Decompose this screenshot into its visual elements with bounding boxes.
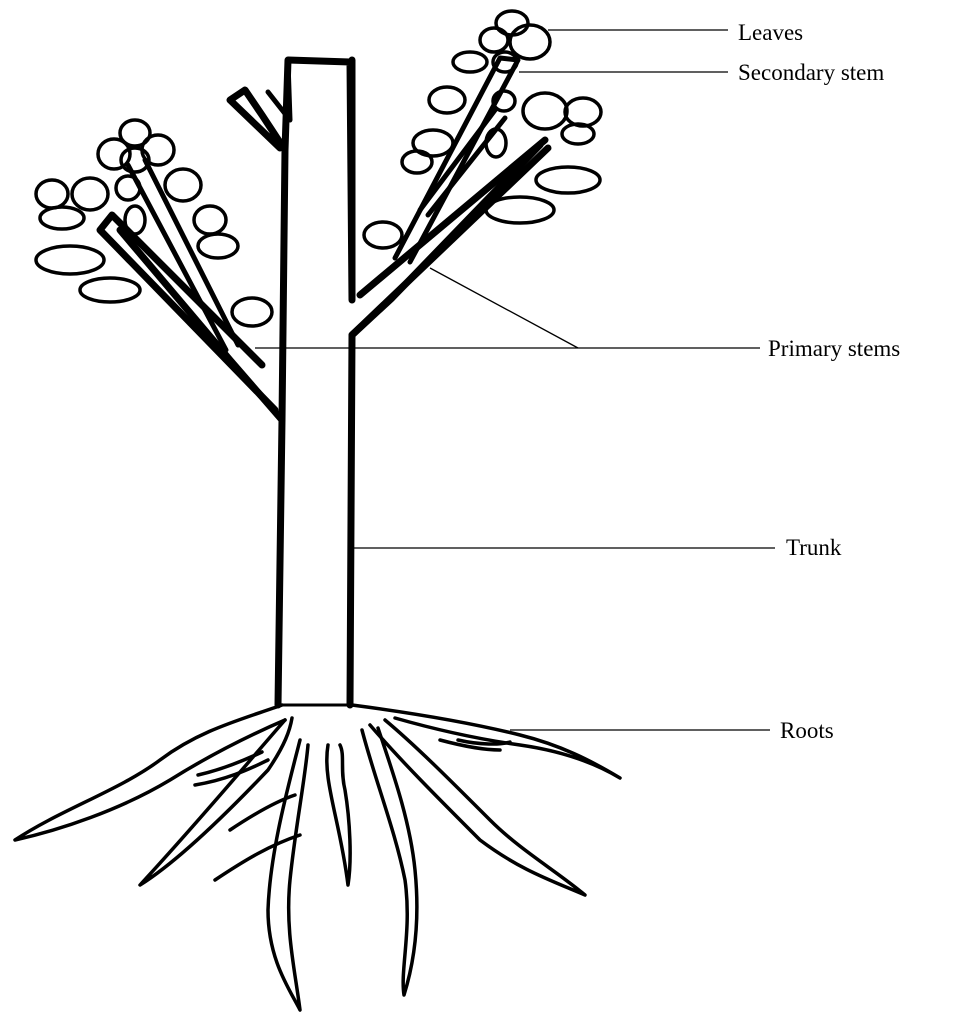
label-secondary-stem: Secondary stem [738,60,884,85]
label-primary-stems: Primary stems [768,336,900,361]
label-trunk: Trunk [786,535,842,560]
roots [15,705,620,1010]
left-leaves [36,120,272,326]
label-leaves: Leaves [738,20,803,45]
leader-lines [255,30,775,730]
leader-primary-right [430,268,578,348]
trunk [120,145,540,705]
label-roots: Roots [780,718,834,743]
